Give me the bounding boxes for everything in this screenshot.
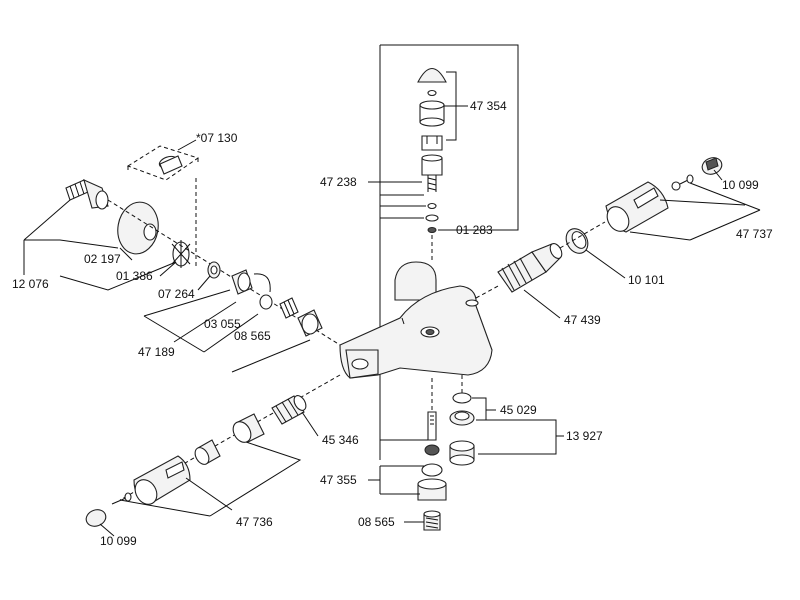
leader-13927 bbox=[478, 419, 564, 455]
top-clip-part bbox=[421, 135, 443, 151]
aerator-housing-part bbox=[449, 440, 475, 466]
label-07130: *07 130 bbox=[196, 131, 238, 145]
left-lower-cap-part bbox=[85, 509, 107, 527]
top-small-rings bbox=[425, 202, 439, 233]
left-arc-leader bbox=[253, 273, 271, 293]
right-cartridge-part bbox=[497, 243, 563, 293]
label-47737: 47 737 bbox=[736, 227, 773, 241]
leader-47238 bbox=[368, 181, 426, 219]
left-lower-screw-part bbox=[111, 492, 132, 505]
top-cap-part bbox=[417, 67, 447, 83]
leader-45346 bbox=[301, 411, 319, 437]
leader-07130 bbox=[177, 139, 197, 151]
aerator-insert-part bbox=[449, 410, 475, 426]
leader-10101 bbox=[585, 249, 626, 279]
left-star-washer-part bbox=[171, 240, 191, 268]
bottom-screw-part bbox=[423, 510, 441, 531]
center-axis-lines bbox=[431, 235, 501, 410]
leader-02197 bbox=[119, 247, 133, 261]
label-08565a: 08 565 bbox=[234, 329, 271, 343]
left-insert-part bbox=[279, 297, 299, 319]
label-01386: 01 386 bbox=[116, 269, 153, 283]
left-washer-part bbox=[207, 261, 221, 279]
label-03055: 03 055 bbox=[204, 317, 241, 331]
label-12076: 12 076 bbox=[12, 277, 49, 291]
label-45029: 45 029 bbox=[500, 403, 537, 417]
label-47439: 47 439 bbox=[564, 313, 601, 327]
label-10099b: 10 099 bbox=[100, 534, 137, 548]
label-10099a: 10 099 bbox=[722, 178, 759, 192]
bottom-body-part bbox=[417, 478, 447, 501]
label-13927: 13 927 bbox=[566, 429, 603, 443]
leader-47354 bbox=[444, 71, 468, 141]
label-47355: 47 355 bbox=[320, 473, 357, 487]
leader-07264 bbox=[197, 275, 211, 291]
left-oring-part bbox=[259, 294, 273, 310]
leader-47189 bbox=[143, 289, 311, 373]
label-07264: 07 264 bbox=[158, 287, 195, 301]
aerator-ring-part bbox=[452, 392, 472, 404]
label-45346: 45 346 bbox=[322, 433, 359, 447]
right-handle-part bbox=[605, 181, 669, 233]
leader-45029 bbox=[472, 397, 496, 421]
mixer-body-part bbox=[339, 261, 493, 379]
leader-10099a bbox=[713, 169, 723, 181]
left-union-nut-part bbox=[297, 309, 323, 337]
leader-47737 bbox=[629, 182, 761, 241]
diverter-spindle-part bbox=[424, 411, 440, 456]
label-01283: 01 283 bbox=[456, 223, 493, 237]
label-10101: 10 101 bbox=[628, 273, 665, 287]
label-47238: 47 238 bbox=[320, 175, 357, 189]
left-nut-part bbox=[231, 269, 253, 295]
label-02197: 02 197 bbox=[84, 252, 121, 266]
bottom-oring-part bbox=[421, 463, 443, 477]
leader-10099b bbox=[99, 523, 115, 537]
left-lower-nut-part bbox=[194, 439, 221, 465]
leader-12076 bbox=[23, 199, 177, 291]
right-ring-part bbox=[565, 228, 589, 254]
leader-01386 bbox=[159, 261, 177, 277]
label-47354: 47 354 bbox=[470, 99, 507, 113]
left-cover-box-part bbox=[126, 145, 200, 181]
right-screw-part bbox=[671, 174, 694, 191]
top-small-screw-part bbox=[427, 89, 437, 97]
top-knob-part bbox=[419, 100, 445, 127]
leader-47439 bbox=[523, 289, 561, 319]
center-bracket bbox=[379, 44, 519, 460]
right-cap-part bbox=[701, 157, 723, 175]
label-47736: 47 736 bbox=[236, 515, 273, 529]
left-adapter-part bbox=[232, 413, 265, 443]
left-lower-handle-part bbox=[133, 455, 191, 505]
leader-47736 bbox=[119, 441, 302, 517]
leader-47355 bbox=[368, 465, 424, 495]
top-spindle-part bbox=[421, 154, 443, 192]
left-fitting-part bbox=[65, 179, 109, 210]
right-axis-line bbox=[559, 221, 606, 249]
label-08565b: 08 565 bbox=[358, 515, 395, 529]
label-47189: 47 189 bbox=[138, 345, 175, 359]
thermo-cartridge-part bbox=[271, 395, 307, 425]
